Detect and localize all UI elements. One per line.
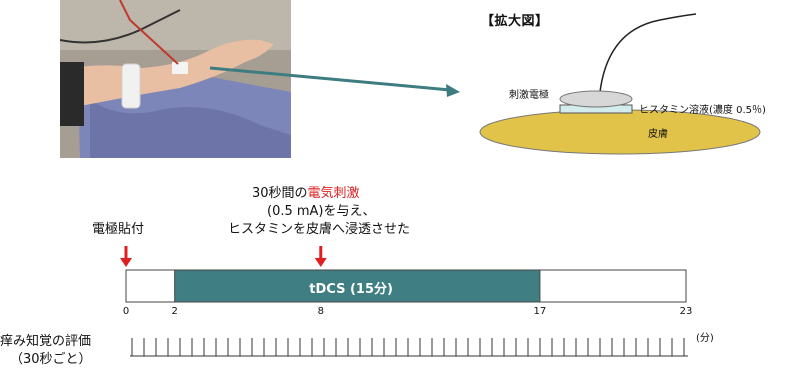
electrode-label: 刺激電極	[509, 90, 549, 101]
electrode-attach-label: 電極貼付	[92, 222, 145, 237]
stimulus-note-line1: 30秒間の電気刺激	[252, 186, 360, 201]
stimulus-note-line3: ヒスタミンを皮膚へ浸透させた	[228, 222, 411, 237]
time-tick-label: 0	[122, 306, 130, 317]
evaluation-label-line1: 痒み知覚の評価	[0, 334, 92, 349]
time-unit-label: (分)	[696, 333, 714, 344]
evaluation-label-line2: （30秒ごと）	[10, 352, 92, 367]
stimulus-marker	[314, 246, 327, 267]
skin-label: 皮膚	[648, 129, 668, 140]
timeline-bar	[125, 269, 687, 303]
time-tick-label: 23	[679, 306, 693, 317]
stimulation-electrode-shape	[559, 90, 633, 108]
evaluation-tick-row	[130, 338, 688, 357]
time-tick-label: 17	[533, 306, 547, 317]
histamine-solution-layer	[559, 104, 633, 114]
zoom-connector-arrowhead	[446, 84, 460, 97]
forearm-photo	[60, 0, 291, 158]
tdcs-label: tDCS (15分)	[309, 282, 393, 297]
lead-wire	[599, 13, 697, 93]
time-tick-label: 8	[317, 306, 324, 317]
zoom-title: 【拡大図】	[481, 14, 549, 29]
solution-label: ヒスタミン溶液(濃度 0.5％)	[639, 105, 766, 116]
stimulus-note-line2: (0.5 mA)を与え、	[267, 204, 376, 219]
skin-shape	[479, 109, 761, 155]
electrode-attach-marker	[120, 246, 132, 267]
time-tick-label: 2	[171, 306, 178, 317]
